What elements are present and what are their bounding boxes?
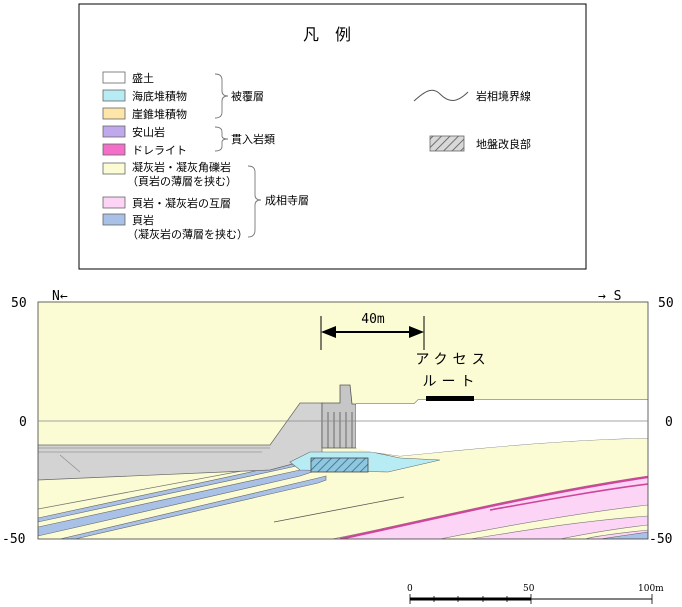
legend-item-fill: 盛土 (132, 71, 154, 85)
left-tick-minus50: -50 (2, 532, 25, 547)
legend-boundary-label: 岩相境界線 (476, 89, 531, 103)
swatch-talus (102, 107, 126, 120)
legend-item-talus: 崖錐堆積物 (132, 107, 187, 121)
tuff-lens-2 (559, 524, 648, 539)
legend-improved-label: 地盤改良部 (476, 137, 531, 151)
right-tick-minus50: -50 (649, 532, 672, 547)
left-tick-0: 0 (19, 415, 27, 430)
swatch-seabed (102, 89, 126, 102)
legend-group-intrusive: 貫入岩類 (231, 132, 275, 146)
improved-ground (310, 457, 369, 473)
access-route-label-1: アクセス (415, 352, 490, 368)
improved-ground-symbol (429, 135, 465, 152)
legend-braces (214, 73, 262, 238)
legend-group-cover: 被覆層 (231, 90, 264, 103)
scale-tick-0: 0 (407, 584, 413, 594)
elevation-axis: 50 0 -50 50 0 -50 (2, 296, 674, 547)
scale-tick-100m: 100m (638, 584, 664, 594)
right-tick-0: 0 (665, 415, 673, 430)
shale-band-right (599, 531, 648, 539)
legend-swatches (102, 71, 126, 226)
legend-item-tuff: 凝灰岩・凝灰角礫岩 (132, 160, 231, 174)
geologic-section (38, 302, 648, 539)
pile-lines (327, 412, 353, 448)
left-tick-50: 50 (11, 296, 27, 311)
boundary-line (273, 496, 405, 523)
swatch-tuff (102, 162, 126, 175)
legend-item-tuff-sub: （頁岩の薄層を挟む） (127, 174, 237, 188)
swatch-fill (102, 71, 126, 84)
dolerite-band (339, 475, 648, 539)
legend-title: 凡 例 (303, 25, 351, 44)
fill-slope-line (59, 454, 81, 473)
south-label: → S (598, 289, 621, 304)
swatch-shale (102, 213, 126, 226)
access-route-marker (426, 396, 474, 401)
boundary-line-symbol (413, 89, 469, 102)
north-label: N← (52, 289, 68, 304)
swatch-dolerite (102, 143, 126, 156)
legend-item-andesite: 安山岩 (132, 125, 165, 139)
right-tick-50: 50 (658, 296, 674, 311)
legend-panel: 凡 例 盛土 海底堆積物 崖錐堆積物 安山岩 ドレライト 凝灰岩・凝灰角礫岩 （… (78, 3, 587, 270)
distance-label: 40m (361, 312, 385, 327)
scale-tick-50: 50 (523, 584, 535, 594)
seawall-structure (321, 384, 357, 449)
legend-group-formation: 成相寺層 (265, 194, 309, 207)
dolerite-band-2 (489, 483, 648, 511)
fill-right (356, 400, 648, 456)
shale-band-left-3 (59, 475, 327, 539)
legend-item-seabed: 海底堆積物 (132, 89, 187, 103)
legend-item-dolerite: ドレライト (132, 144, 187, 157)
legend-item-shale: 頁岩 (132, 213, 154, 227)
scale-bar (409, 594, 653, 604)
access-route-label-2: ルート (423, 374, 480, 390)
legend-item-alternation: 頁岩・凝灰岩の互層 (132, 196, 231, 210)
swatch-alternation (102, 196, 126, 209)
swatch-andesite (102, 125, 126, 138)
ground-surface-lower (371, 437, 648, 457)
legend-item-shale-sub: （凝灰岩の薄層を挟む） (127, 227, 248, 241)
section-frame (37, 301, 649, 540)
tuff-lens (439, 504, 648, 539)
distance-dimension (320, 316, 425, 350)
